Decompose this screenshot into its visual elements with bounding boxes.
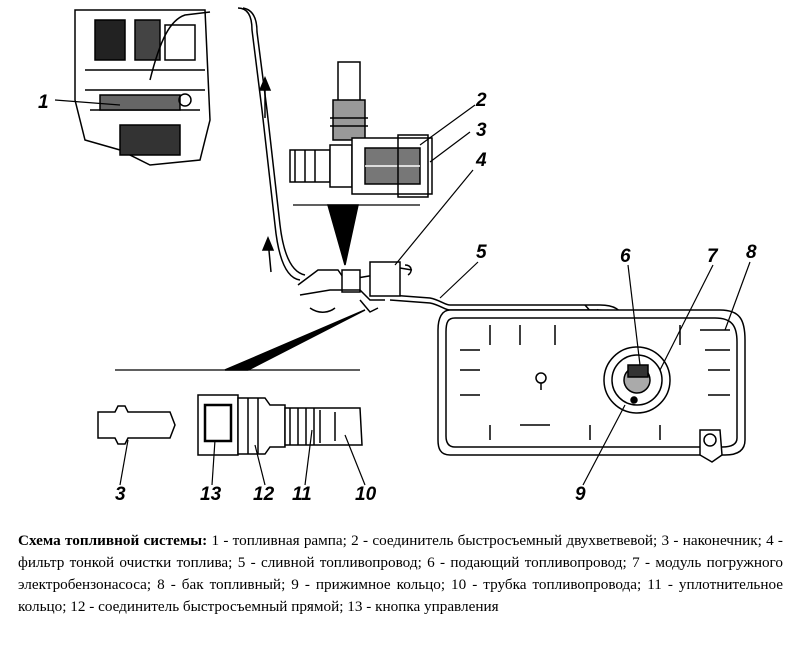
callout-3-bottom: 3 — [115, 484, 126, 505]
callout-4: 4 — [475, 150, 487, 171]
callout-9: 9 — [575, 484, 586, 505]
callout-6: 6 — [620, 246, 631, 267]
callout-10: 10 — [355, 484, 377, 505]
leader-lines — [54, 99, 751, 486]
quick-connector-detail — [97, 309, 366, 456]
fuel-system-diagram: 1 2 3 4 5 6 7 8 9 10 11 12 13 3 — [38, 7, 757, 505]
callout-1: 1 — [38, 92, 49, 113]
callout-5: 5 — [476, 242, 487, 263]
fuel-rail-engine — [74, 9, 211, 166]
callout-12: 12 — [253, 484, 275, 505]
fuel-filter — [289, 61, 433, 313]
callout-11: 11 — [292, 484, 312, 505]
callout-2: 2 — [475, 90, 487, 111]
figure-caption: Схема топливной системы: 1 - топливная р… — [18, 530, 783, 618]
callout-3-top: 3 — [476, 120, 487, 141]
fuel-tank — [437, 309, 746, 463]
caption-text: 1 - топливная рампа; 2 - соединитель быс… — [18, 532, 783, 615]
callout-13: 13 — [200, 484, 222, 505]
callout-8: 8 — [746, 242, 757, 263]
caption-title: Схема топливной системы: — [18, 532, 208, 549]
callout-7: 7 — [707, 246, 719, 267]
